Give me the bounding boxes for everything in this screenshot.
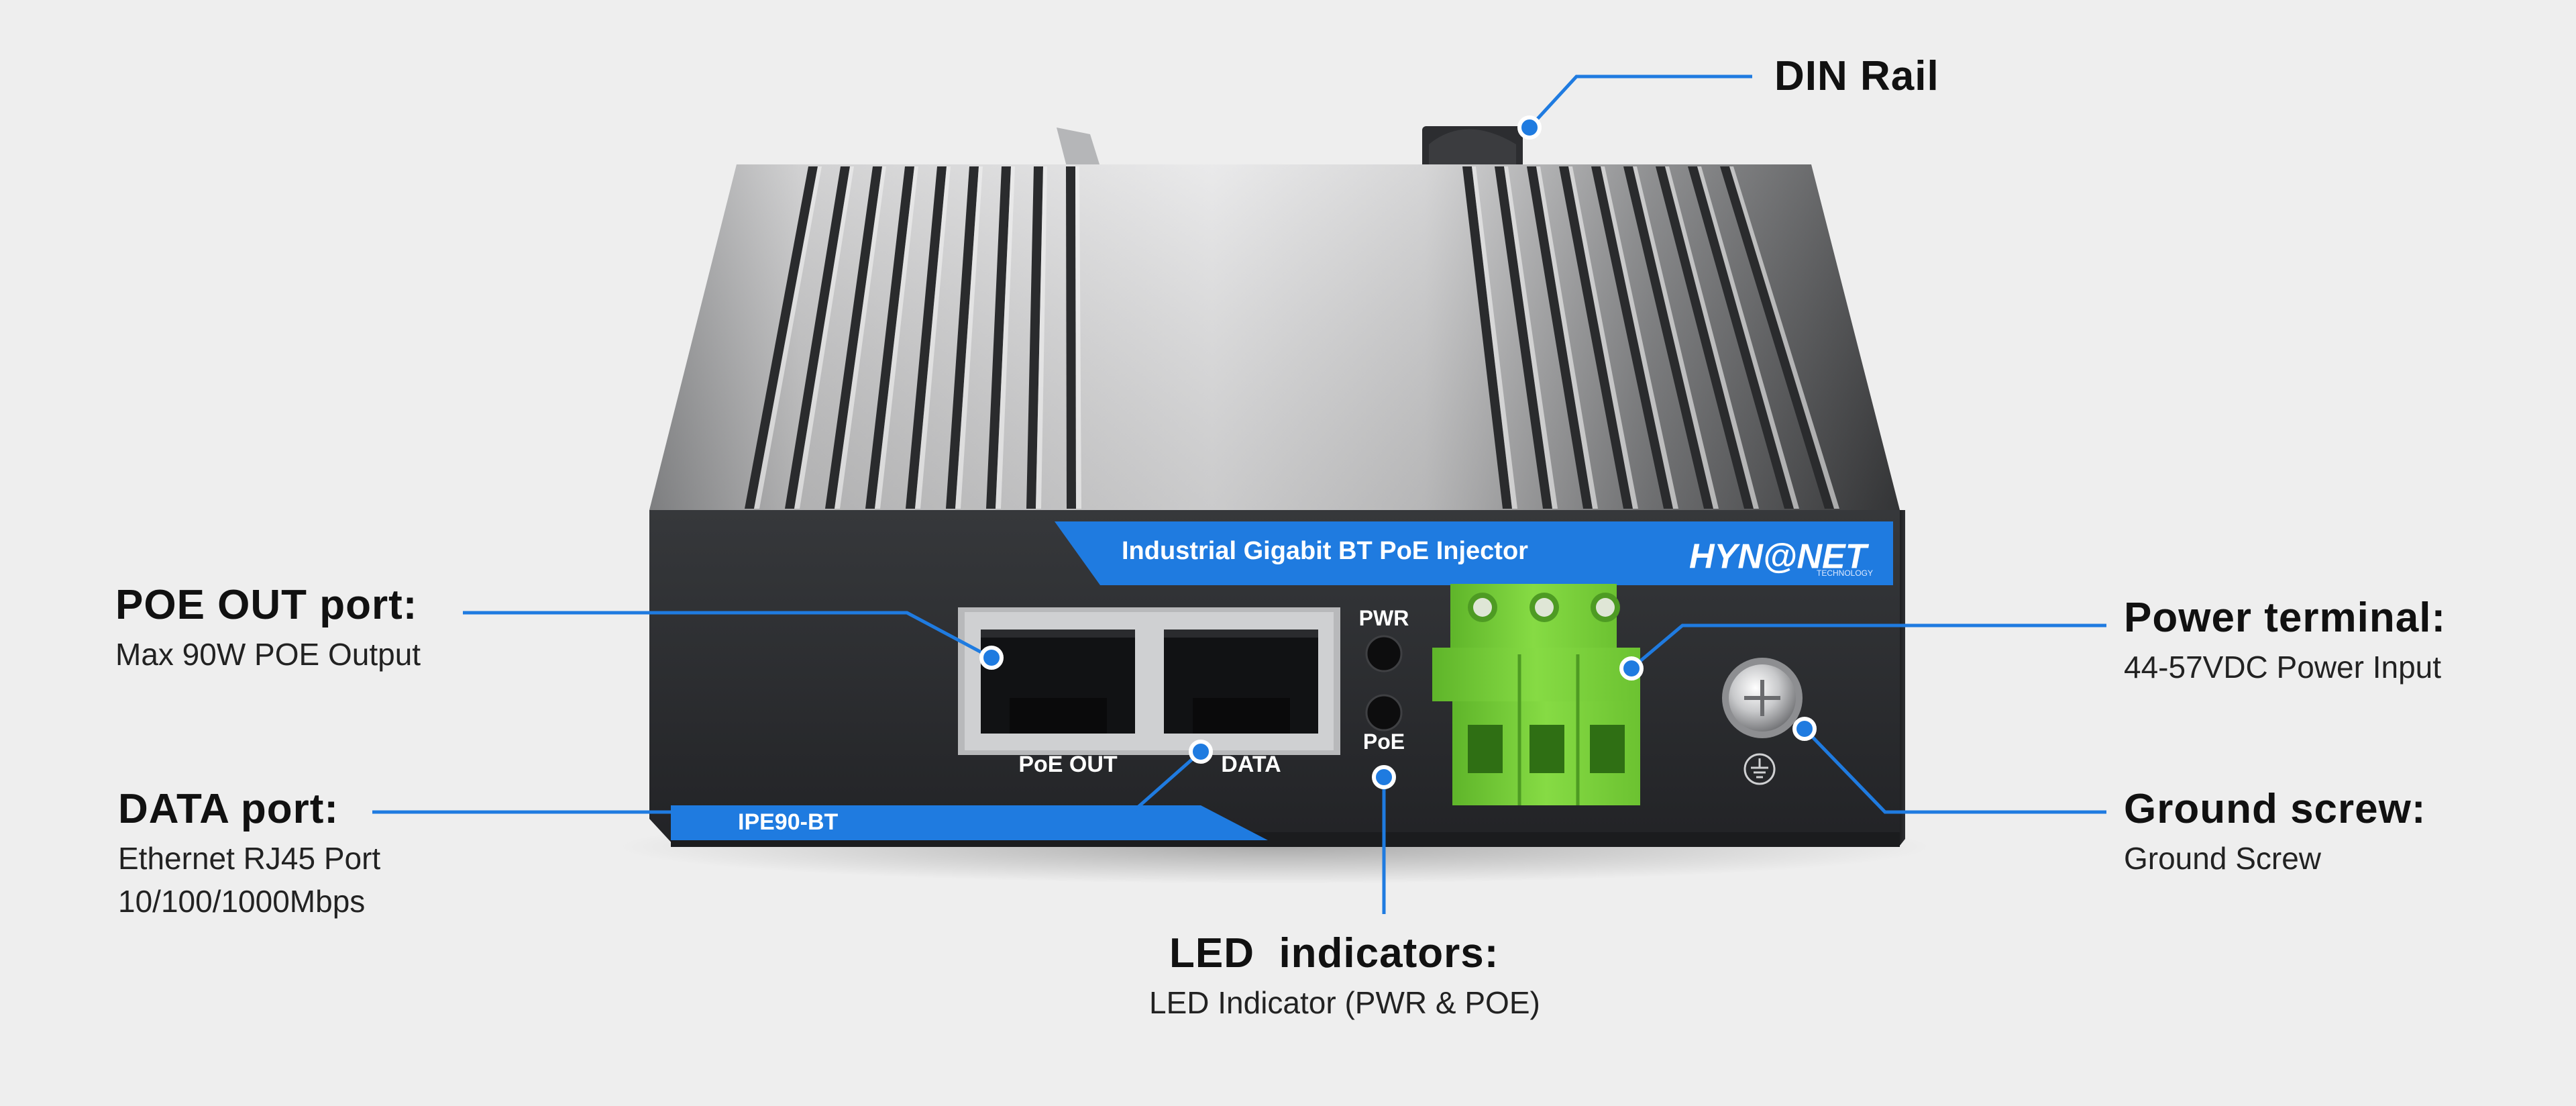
data-port-desc-line-1: Ethernet RJ45 Port (118, 841, 381, 876)
heatsink-fin-highlight (1536, 166, 1598, 509)
din-rail-dot (1517, 115, 1542, 140)
ground-screw-title: Ground screw: (2124, 786, 2426, 832)
heatsink-fin (1527, 166, 1593, 509)
heatsink-fin (1656, 166, 1754, 509)
heatsink-fin-highlight (835, 166, 886, 509)
device-side (1900, 510, 1905, 846)
heatsink-fin-highlight (1472, 166, 1517, 509)
poe-out-title: POE OUT port: (115, 582, 418, 628)
heatsink-fin-highlight (1036, 166, 1047, 509)
poe-out-callout: POE OUT port: Max 90W POE Output (115, 581, 421, 676)
heatsink-fin-highlight (955, 166, 983, 509)
power-terminal (1432, 584, 1640, 805)
heatsink-fin-highlight (875, 166, 918, 509)
heatsink-fin-highlight (1601, 166, 1678, 509)
heatsink-fin (865, 166, 914, 509)
heatsink-fin (1559, 166, 1633, 509)
heatsink-fin (745, 166, 818, 509)
din-rail-title: DIN Rail (1774, 53, 1939, 99)
pwr-led-label: PWR (1359, 606, 1409, 630)
data-port-title: DATA port: (118, 786, 339, 832)
data-port-callout: DATA port: Ethernet RJ45 Port 10/100/100… (118, 785, 380, 923)
ground-screw-callout: Ground screw: Ground Screw (2124, 785, 2426, 880)
din-rail-clip (1057, 126, 1523, 168)
heatsink-fin (986, 166, 1011, 509)
heatsink-fin-highlight (1504, 166, 1558, 509)
callout-dots (979, 115, 1817, 789)
heatsink-fin (1066, 166, 1076, 509)
heatsink-fin (906, 166, 947, 509)
heatsink-fin-highlight (915, 166, 951, 509)
heatsink-fin (785, 166, 850, 509)
heatsink-fin-highlight (1633, 166, 1719, 509)
poe-out-port[interactable] (981, 630, 1135, 734)
data-port-label: DATA (1221, 752, 1281, 777)
brand-subtitle: TECHNOLOGY (1817, 568, 1873, 578)
led-dot (1372, 765, 1396, 789)
heatsink-fin (1623, 166, 1713, 509)
poe-led-label: PoE (1363, 730, 1405, 754)
heatsink-fin (825, 166, 882, 509)
heatsink-fin-highlight (1568, 166, 1638, 509)
callout-lines (372, 74, 2106, 914)
power-terminal-desc: 44-57VDC Power Input (2124, 650, 2442, 685)
power-terminal-dot (1619, 656, 1644, 681)
heatsink-fin-highlight (754, 166, 822, 509)
poe-out-desc: Max 90W POE Output (115, 637, 421, 672)
ground-screw-dot (1792, 717, 1817, 741)
data-port-desc-line-2: 10/100/1000Mbps (118, 884, 366, 919)
power-terminal-callout: Power terminal: 44-57VDC Power Input (2124, 594, 2446, 689)
heatsink-fin-highlight (1075, 166, 1081, 509)
heatsink-fin (1720, 166, 1834, 509)
pwr-led (1365, 635, 1403, 672)
ground-symbol-icon (1743, 753, 1776, 785)
brand-logo: HYN@NET (1689, 538, 1870, 576)
heatsink-fin (946, 166, 979, 509)
heatsink-fin (1688, 166, 1794, 509)
heatsink-fin (1026, 166, 1043, 509)
product-banner (1055, 521, 1893, 585)
heatsink-top (649, 164, 1900, 510)
led-title: LED indicators: (1169, 930, 1499, 976)
led-callout: LED indicators: LED Indicator (PWR & POE… (1149, 929, 1540, 1024)
poe-out-port-label: PoE OUT (1018, 752, 1118, 777)
led-desc: LED Indicator (PWR & POE) (1149, 985, 1540, 1020)
ground-screw-desc: Ground Screw (2124, 841, 2322, 876)
heatsink-fin-highlight (1665, 166, 1759, 509)
heatsink-fin (1462, 166, 1512, 509)
power-terminal-title: Power terminal: (2124, 595, 2447, 641)
ground-screw (1722, 658, 1803, 738)
heatsink-fin-highlight (794, 166, 854, 509)
data-port-dot (1189, 740, 1213, 764)
data-port[interactable] (1164, 630, 1318, 734)
heatsink-fin (1591, 166, 1673, 509)
heatsink-fin-highlight (1729, 166, 1839, 509)
banner-text: Industrial Gigabit BT PoE Injector (1122, 537, 1528, 565)
din-rail-callout: DIN Rail (1774, 52, 1939, 100)
heatsink-fin-highlight (1697, 166, 1799, 509)
heatsink-fin (1495, 166, 1552, 509)
poe-out-dot (979, 646, 1004, 670)
heatsink-fin-highlight (996, 166, 1015, 509)
poe-led (1365, 694, 1403, 732)
